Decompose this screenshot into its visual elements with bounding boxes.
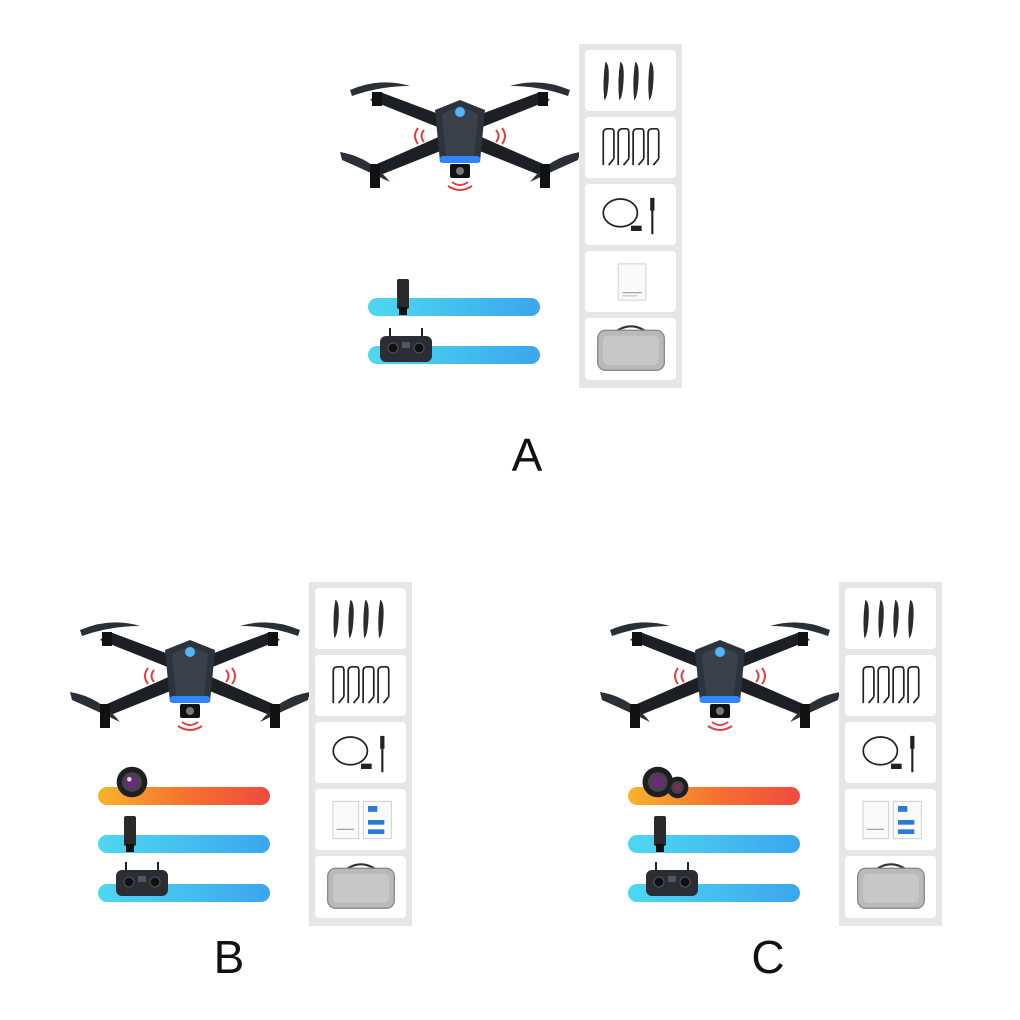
battery-icon [120,814,140,854]
battery-icon [393,277,413,317]
usb-cable-icon [599,193,663,237]
usb-cable-icon [329,731,393,775]
accessory-propeller-guards [845,655,936,716]
accessories-panel [839,582,942,926]
accessory-propellers [315,588,406,649]
battery-icon [650,814,670,854]
manuals-icon [856,796,926,844]
usb-cable-icon [859,731,923,775]
accessory-usb-cable [585,184,676,245]
kit-option-c[interactable]: C [530,540,1010,1010]
drone-image [600,612,840,742]
propeller-guards-icon [329,664,393,708]
manuals-icon [326,796,396,844]
accessory-manuals [845,789,936,850]
propellers-icon [599,59,663,103]
carry-case-icon [851,860,931,914]
propeller-guards-icon [599,126,663,170]
accessory-manual [585,251,676,312]
battery-bar [368,298,540,316]
accessory-carry-case [585,318,676,380]
propellers-icon [329,597,393,641]
carry-case-icon [591,322,671,376]
option-label-c: C [751,931,785,983]
remote-controller-icon [112,860,172,900]
kit-option-a[interactable]: A [0,0,1020,500]
remote-controller-icon [642,860,702,900]
kit-option-b[interactable]: B [0,540,510,1010]
accessory-propellers [585,50,676,111]
propellers-icon [859,597,923,641]
option-label-b: B [213,931,245,983]
accessory-propellers [845,588,936,649]
dual-camera-icon [638,764,692,800]
remote-controller-icon [376,326,436,366]
carry-case-icon [321,860,401,914]
accessories-panel [309,582,412,926]
propeller-guards-icon [859,664,923,708]
accessory-manuals [315,789,406,850]
accessory-propeller-guards [315,655,406,716]
camera-icon [114,764,150,800]
accessory-carry-case [845,856,936,918]
drone-image [70,612,310,742]
battery-bar [628,835,800,853]
drone-image [340,72,580,202]
accessories-panel [579,44,682,388]
accessory-usb-cable [315,722,406,783]
option-label-a: A [511,429,543,481]
battery-bar [98,835,270,853]
accessory-carry-case [315,856,406,918]
manual-icon [599,260,663,304]
accessory-propeller-guards [585,117,676,178]
accessory-usb-cable [845,722,936,783]
